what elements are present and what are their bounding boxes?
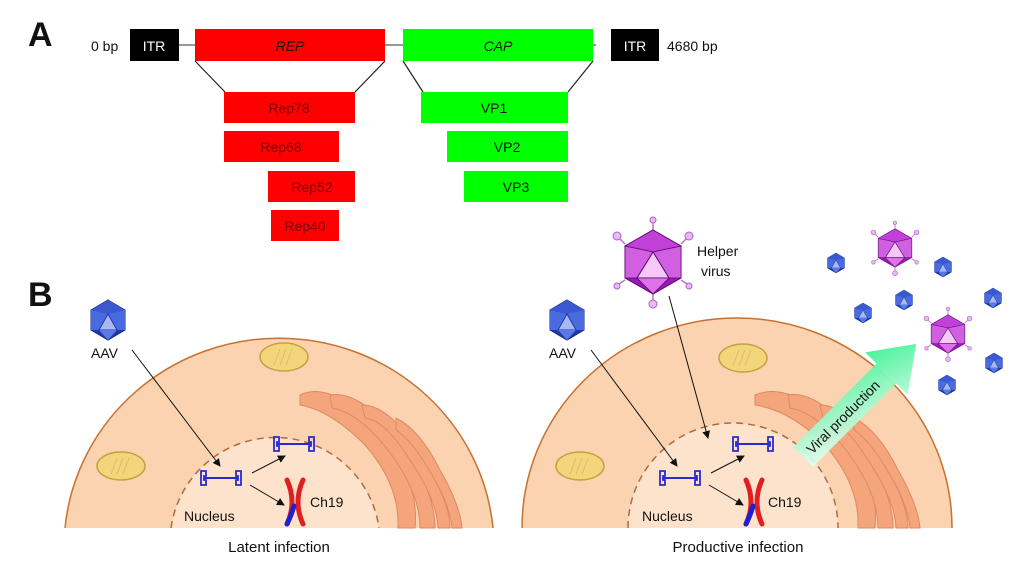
released-aav-icon [854,302,872,324]
panel-a-label: A [28,16,53,54]
helper-label-line1: Helper [697,243,739,259]
rep40-box [271,210,339,241]
aav-entry-arrow [590,349,678,467]
helper-virus-icon [612,216,694,309]
mitochondrion-1 [259,342,309,372]
released-aav-icon [827,252,845,274]
rep-gene-box [195,29,385,61]
released-aav-icon [934,256,952,278]
rep-expansion-line-right [354,60,386,93]
released-aav-icon [895,289,913,311]
itr-left-box [130,29,179,61]
vp3-box [464,171,568,202]
released-helper-virus-icon [923,306,973,363]
rep-gene-label: REP [276,38,305,54]
panel-b-label: B [28,276,53,314]
helper-entry-arrow [668,295,711,439]
productive-aav-label: AAV [549,345,577,361]
cap-expansion-line-right [567,60,594,93]
released-aav-icon [985,352,1003,374]
aav-virus-icon [549,299,585,341]
latent-nucleus-label: Nucleus [184,508,235,524]
itr-right-label: ITR [624,38,647,54]
rep52-box [268,171,355,202]
rep-expansion-line-left [194,60,226,93]
itr-left-label: ITR [143,38,166,54]
cap-gene-box [403,29,593,61]
rep68-label: Rep68 [260,139,301,155]
cap-expansion-line-left [402,60,424,93]
integration-arrow [249,484,285,506]
itr-right-box [611,29,659,61]
vp3-label: VP3 [503,179,530,195]
rep78-label: Rep78 [268,100,309,116]
vp1-label: VP1 [481,100,508,116]
vp1-box [421,92,568,123]
cell-membrane [64,337,494,529]
helper-label-line2: virus [701,263,731,279]
cell-body [65,338,493,528]
rep40-label: Rep40 [284,218,325,234]
latent-ch19-label: Ch19 [310,494,344,510]
productive-cell [521,317,953,529]
vp2-label: VP2 [494,139,521,155]
released-helper-virus-icon [870,220,920,277]
rep78-box [224,92,355,123]
rep52-label: Rep52 [291,179,332,195]
nucleus-body [171,437,379,528]
productive-ch19-label: Ch19 [768,494,802,510]
latent-cell [64,337,494,529]
aav-entry-arrow [131,349,221,467]
cap-gene-label: CAP [484,38,513,54]
rep68-box [224,131,339,162]
mitochondrion-2 [555,451,605,481]
mitochondrion-1 [718,343,768,373]
latent-aav-label: AAV [91,345,119,361]
released-aav-icon [984,287,1002,309]
aav-virus-icon [90,299,126,341]
productive-nucleus-label: Nucleus [642,508,693,524]
released-aav-icon [938,374,956,396]
episome-arrow [251,455,286,474]
start-bp-label: 0 bp [91,38,118,54]
mitochondrion-2 [96,451,146,481]
nucleus-body [628,423,838,528]
integration-arrow [708,484,744,506]
latent-caption: Latent infection [228,539,330,556]
nucleus-envelope [627,422,839,529]
vp2-box [447,131,568,162]
episome-arrow [710,455,745,474]
golgi-stacks [299,391,463,529]
productive-caption: Productive infection [673,539,804,556]
cell-membrane [521,317,953,529]
end-bp-label: 4680 bp [667,38,718,54]
